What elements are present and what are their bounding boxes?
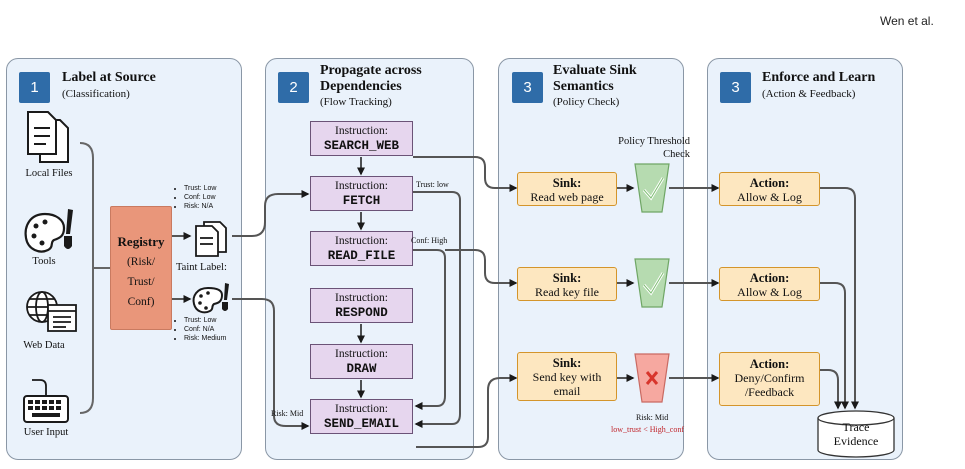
edge-label-risk-mid: Risk: Mid <box>271 409 304 418</box>
step-badge-2: 2 <box>278 72 309 103</box>
policy-threshold-caption: Policy Threshold Check <box>618 136 690 160</box>
source-bracket <box>79 142 94 414</box>
panel-subtitle-4: (Action & Feedback) <box>762 88 856 100</box>
source-label-user-input: User Input <box>23 427 69 438</box>
action-allow-log-1: Action: Allow & Log <box>719 172 820 206</box>
registry-title: Registry <box>117 234 165 249</box>
panel-subtitle-2: (Flow Tracking) <box>320 96 392 108</box>
read-file-to-sink-key <box>445 249 518 287</box>
risk-note: Risk: Mid <box>636 413 669 422</box>
trace-evidence-cylinder <box>817 410 895 458</box>
label-bottom-to-send-email <box>232 298 310 430</box>
read-file-to-send-email <box>413 249 446 410</box>
step-badge-4: 3 <box>720 72 751 103</box>
trace-evidence-label: Trace Evidence <box>833 420 879 448</box>
label-trust: Trust: Low <box>184 184 216 193</box>
taint-label-caption: Taint Label: <box>176 262 227 273</box>
label-conf: Conf: N/A <box>184 325 226 334</box>
registry-line-2: Trust/ <box>127 276 155 288</box>
registry-box: Registry (Risk/ Trust/ Conf) <box>110 206 172 330</box>
file-label-icon <box>195 221 227 257</box>
action-allow-log-2: Action: Allow & Log <box>719 267 820 301</box>
panel-title-3b: Semantics <box>553 79 614 94</box>
policy-condition: low_trust < High_conf <box>611 425 684 434</box>
keyboard-icon <box>23 379 69 423</box>
source-label-web-data: Web Data <box>23 340 65 351</box>
policy-check-1 <box>634 163 670 213</box>
policy-check-2 <box>634 258 670 308</box>
label-risk: Risk: N/A <box>184 202 216 211</box>
registry-line-3: Conf) <box>127 296 155 308</box>
label-risk: Risk: Medium <box>184 334 226 343</box>
instruction-read-file: Instruction: READ_FILE <box>310 231 413 266</box>
panel-title-1: Label at Source <box>62 70 156 85</box>
registry-line-1: (Risk/ <box>126 256 156 268</box>
palette-label-icon <box>192 283 229 314</box>
globe-icon <box>26 291 77 332</box>
panel-subtitle-1: (Classification) <box>62 88 130 100</box>
sink-send-key-email: Sink: Send key with email <box>517 352 617 401</box>
edge-label-trust-low: Trust: low <box>416 180 449 189</box>
label-list-bottom: Trust: Low Conf: N/A Risk: Medium <box>174 316 226 343</box>
panel-title-3a: Evaluate Sink <box>553 63 637 78</box>
source-label-tools: Tools <box>32 256 56 267</box>
action-deny-confirm-feedback: Action: Deny/Confirm /Feedback <box>719 352 820 406</box>
x-mark-icon <box>645 371 659 385</box>
action3-to-evidence <box>820 369 842 410</box>
action1-to-evidence <box>820 187 859 410</box>
label-trust: Trust: Low <box>184 316 226 325</box>
palette-icon <box>24 209 73 253</box>
instruction-respond: Instruction: RESPOND <box>310 288 413 323</box>
panel-title-2a: Propagate across <box>320 63 422 78</box>
label-list-top: Trust: Low Conf: Low Risk: N/A <box>174 184 216 211</box>
send-email-to-sink-email <box>416 374 518 448</box>
policy-check-3 <box>634 353 670 403</box>
instruction-draw: Instruction: DRAW <box>310 344 413 379</box>
panel-title-4: Enforce and Learn <box>762 70 876 85</box>
sink-read-key-file: Sink: Read key file <box>517 267 617 301</box>
label-conf: Conf: Low <box>184 193 216 202</box>
instruction-send-email: Instruction: SEND_EMAIL <box>310 399 413 434</box>
action2-to-evidence <box>820 282 849 410</box>
instruction-search-web: Instruction: SEARCH_WEB <box>310 121 413 156</box>
fetch-to-send-email <box>413 191 461 428</box>
instruction-fetch: Instruction: FETCH <box>310 176 413 211</box>
sink-read-web-page: Sink: Read web page <box>517 172 617 206</box>
author-credit: Wen et al. <box>880 14 934 28</box>
label-top-to-fetch <box>232 190 310 237</box>
source-label-local-files: Local Files <box>25 168 73 179</box>
edge-label-conf-high: Conf: High <box>411 236 448 245</box>
panel-title-2b: Dependencies <box>320 79 402 94</box>
search-web-to-sink-web <box>413 156 518 192</box>
files-icon <box>27 111 69 163</box>
panel-subtitle-3: (Policy Check) <box>553 96 620 108</box>
step-badge-3: 3 <box>512 72 543 103</box>
step-badge-1: 1 <box>19 72 50 103</box>
